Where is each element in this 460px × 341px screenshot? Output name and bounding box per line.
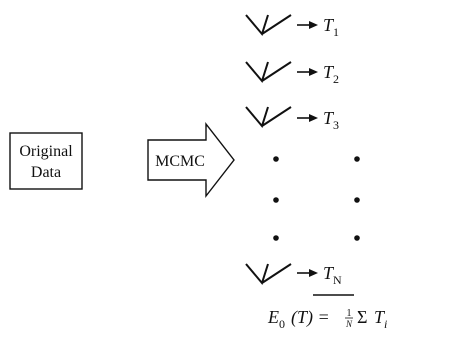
expectation-formula: E0 (T) = 1 N Σ Ti [267, 307, 387, 331]
tree-row-1: T1 [245, 14, 339, 39]
mcmc-arrow: MCMC [147, 121, 235, 199]
arrow-icon [309, 21, 318, 29]
tree-statistic-label: T2 [323, 62, 339, 86]
arrow-icon [309, 269, 318, 277]
ellipsis-dots [273, 156, 360, 241]
arrow-icon [309, 68, 318, 76]
tree-statistic-label: T1 [323, 15, 339, 39]
tree-icon [245, 263, 292, 286]
tree-icon [245, 14, 292, 37]
tree-row-3: T3 [245, 106, 339, 132]
original-data-label-line2: Data [31, 164, 61, 181]
fraction-denominator: N [345, 319, 353, 329]
tree-statistic-label: TN [323, 263, 342, 287]
tree-statistic-label: T3 [323, 108, 339, 132]
mcmc-label: MCMC [155, 153, 205, 170]
formula-argument: (T) = [291, 307, 330, 328]
tree-row-n: TN [245, 263, 342, 287]
formula-e: E0 [267, 307, 285, 331]
original-data-box: Original Data [9, 132, 83, 190]
tree-row-2: T2 [245, 61, 339, 86]
tree-icon [245, 61, 292, 84]
fraction-numerator: 1 [347, 308, 352, 319]
formula-t: Ti [374, 307, 387, 331]
tree-icon [245, 106, 292, 129]
original-data-label-line1: Original [19, 143, 73, 160]
summation-sign: Σ [357, 307, 367, 327]
arrow-icon [309, 114, 318, 122]
